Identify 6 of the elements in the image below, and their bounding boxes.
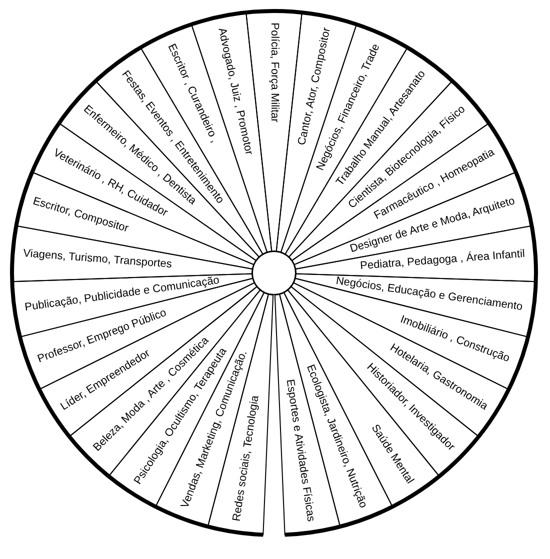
sector-label: Viagens, Turismo, Transportes xyxy=(23,248,173,271)
hub-circle xyxy=(252,251,296,295)
sector-label: Pediatra, Pedagoga , Área Infantil xyxy=(359,248,525,272)
sector-label: Advogado, Juiz , Promotor xyxy=(215,26,254,156)
sector-label: Polícia, Força Militar xyxy=(268,22,280,122)
sector-label: Negócios, Educação e Gerenciamento xyxy=(336,276,524,314)
